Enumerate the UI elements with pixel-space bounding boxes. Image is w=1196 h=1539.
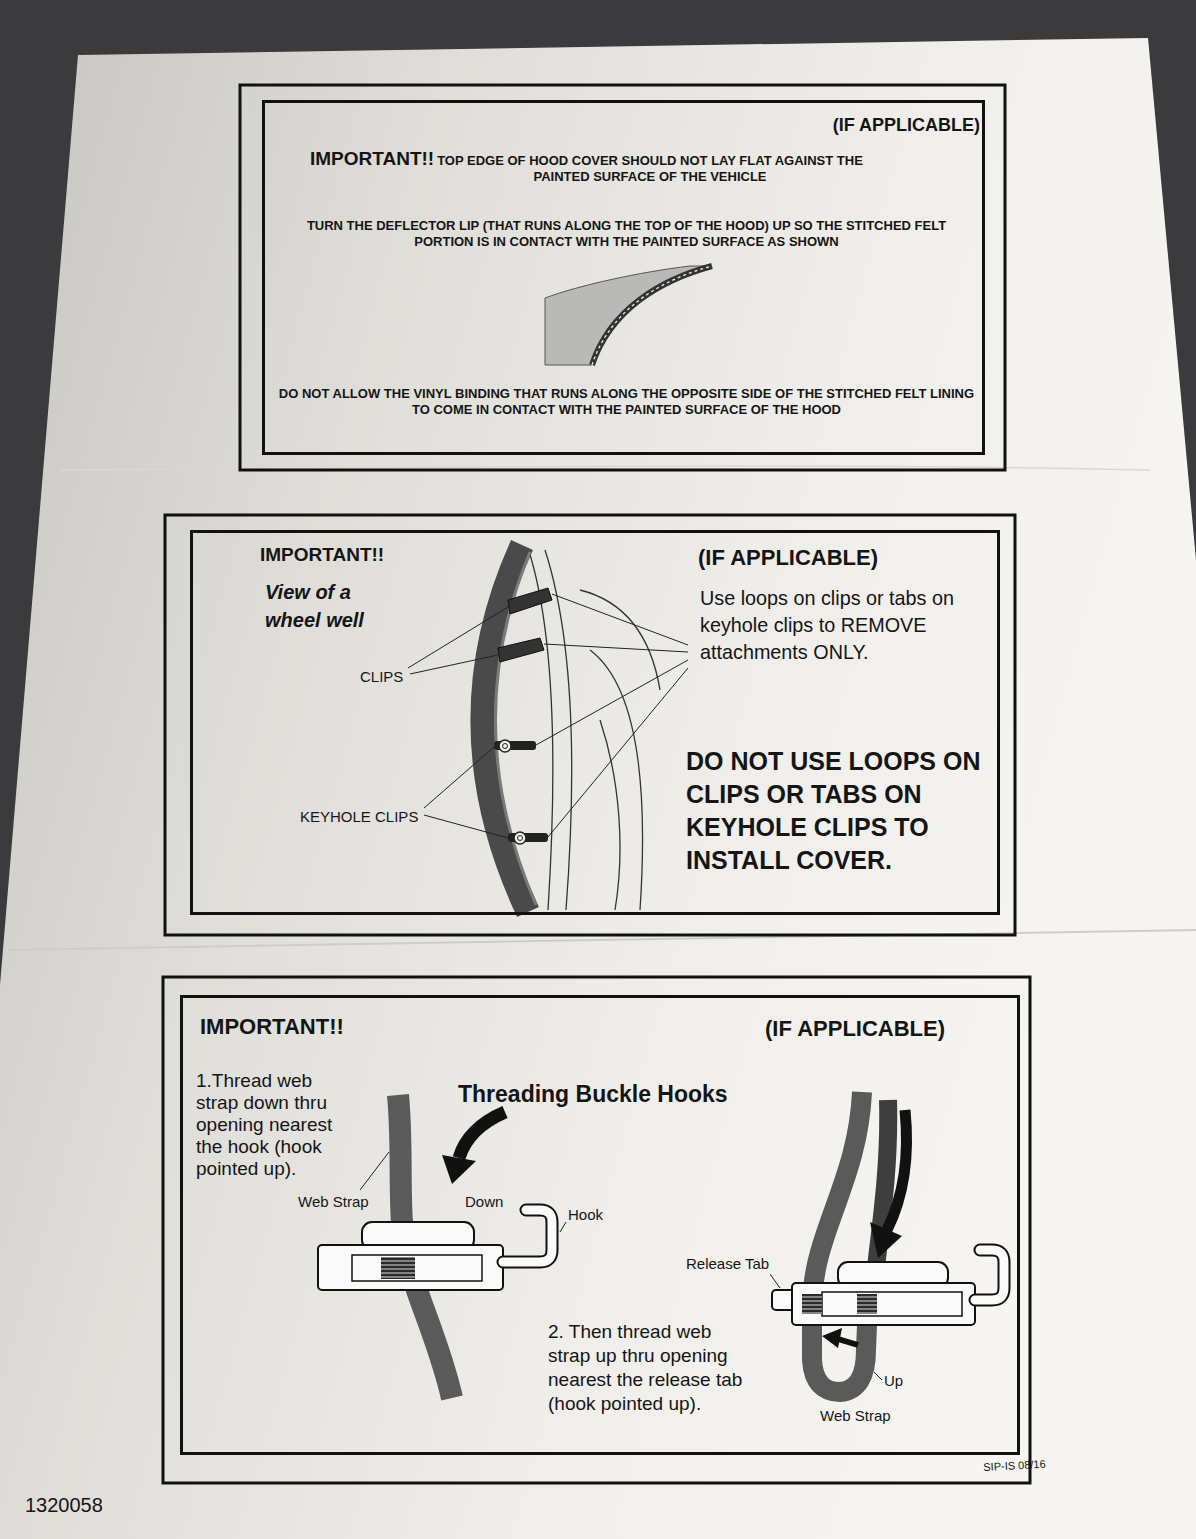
leader-line: [552, 594, 688, 645]
buckle-step-one: [352, 1255, 482, 1281]
leader-line: [536, 660, 688, 745]
wheel-well-drawing: [600, 720, 620, 910]
wheel-well-drawing: [482, 545, 660, 912]
leader-line: [544, 644, 688, 652]
buckle-step-two: [870, 1222, 902, 1258]
keyhole-clip: [503, 744, 508, 749]
buckle-step-two: [857, 1294, 877, 1314]
step-text: 1.Thread web strap down thru opening nea…: [196, 1070, 356, 1180]
buckle-step-one: [503, 1210, 552, 1262]
panel-heading: IMPORTANT!!: [310, 147, 434, 170]
paper-sheet: [0, 38, 1196, 1539]
buckle-step-two: [792, 1283, 975, 1325]
instruction-text: TURN THE DEFLECTOR LIP (THAT RUNS ALONG …: [277, 218, 976, 250]
buckle-step-two: [772, 1092, 1004, 1392]
buckle-step-one: [318, 1245, 503, 1290]
buckle-step-two: [802, 1294, 822, 1314]
part-label: Web Strap: [298, 1193, 369, 1211]
warning-text: DO NOT USE LOOPS ON CLIPS OR TABS ON KEY…: [686, 745, 991, 877]
keyhole-clip: [514, 832, 526, 844]
keyhole-clip: [494, 740, 548, 844]
instruction-text: TOP EDGE OF HOOD COVER SHOULD NOT LAY FL…: [430, 153, 870, 185]
paper-sheet: [8, 930, 1196, 950]
panel-outer-frame: [163, 85, 1030, 1483]
leader-line: [548, 668, 688, 837]
panel-outer-frame: [165, 515, 1015, 935]
direction-label: Down: [465, 1193, 503, 1211]
instruction-text: Use loops on clips or tabs on keyhole cl…: [700, 585, 998, 666]
panel-heading: IMPORTANT!!: [200, 1014, 344, 1040]
applicability-note: (IF APPLICABLE): [765, 1016, 945, 1042]
buckle-step-two: [838, 1339, 858, 1345]
step-text: 2. Then thread web strap up thru opening…: [548, 1320, 748, 1416]
figure-title: View of a wheel well: [265, 578, 395, 634]
buckle-step-one: [503, 1210, 552, 1262]
buckle-step-one: [381, 1257, 415, 1279]
cover-clip: [498, 588, 552, 662]
keyhole-clip: [499, 740, 511, 752]
hood-edge-drawing: [592, 266, 712, 365]
warning-text: DO NOT ALLOW THE VINYL BINDING THAT RUNS…: [277, 386, 976, 418]
leader-line: [560, 1222, 566, 1232]
part-label: Release Tab: [686, 1255, 769, 1273]
buckle-step-one: [318, 1095, 552, 1398]
part-label: Hook: [568, 1206, 603, 1224]
buckle-step-two: [975, 1250, 1004, 1300]
leader-line: [410, 655, 498, 674]
leader-line: [408, 607, 508, 668]
part-number: 1320058: [25, 1493, 103, 1517]
part-label: Web Strap: [820, 1407, 891, 1425]
leader-line: [424, 815, 508, 838]
wheel-well-drawing: [545, 550, 572, 910]
buckle-step-one: [459, 1112, 505, 1158]
leader-line: [360, 1152, 389, 1190]
cover-clip: [498, 638, 544, 662]
paper-sheet: [0, 38, 1196, 1539]
keyhole-clip: [518, 836, 523, 841]
wheel-well-drawing: [590, 650, 643, 910]
cover-clip: [508, 588, 552, 614]
hood-edge-drawing: [545, 266, 712, 365]
panel-outer-frame: [163, 977, 1030, 1483]
instruction-panel: IMPORTANT!! (IF APPLICABLE) TOP EDGE OF HO…: [262, 100, 985, 455]
buckle-step-two: [822, 1292, 962, 1316]
wheel-well-drawing: [580, 590, 660, 690]
leader-line: [408, 594, 688, 838]
panel-heading: IMPORTANT!!: [260, 543, 384, 566]
hood-edge-drawing: [592, 266, 712, 365]
direction-label: Up: [884, 1372, 903, 1390]
buckle-step-one: [442, 1155, 476, 1184]
applicability-note: (IF APPLICABLE): [698, 545, 878, 571]
part-label: CLIPS: [360, 668, 403, 686]
instruction-panel: IMPORTANT!! View of a wheel well (IF APPLI…: [190, 530, 1000, 915]
buckle-step-two: [812, 1092, 868, 1392]
buckle-step-two: [822, 1328, 842, 1348]
buckle-step-two: [975, 1250, 1004, 1300]
leader-line: [424, 747, 494, 808]
buckle-step-two: [887, 1110, 907, 1230]
hood-edge-drawing: [545, 266, 712, 365]
leader-line: [770, 1274, 780, 1288]
applicability-note: (IF APPLICABLE): [765, 113, 980, 137]
leader-line: [874, 1372, 882, 1380]
panel-outer-frame: [240, 85, 1005, 470]
part-label: KEYHOLE CLIPS: [300, 808, 418, 826]
figure-title: Threading Buckle Hooks: [458, 1080, 728, 1108]
